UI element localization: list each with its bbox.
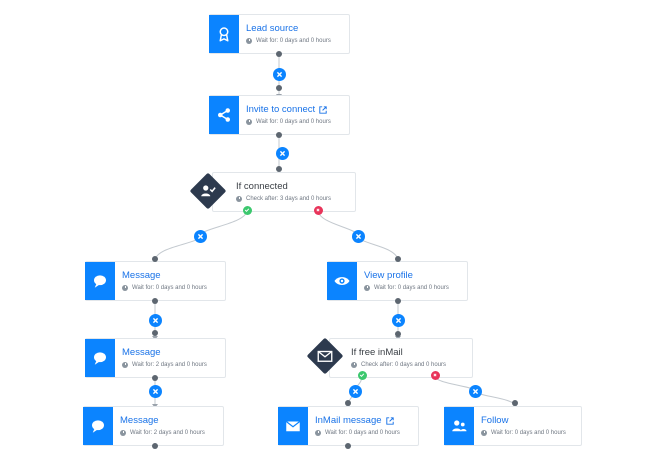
delete-connection-button[interactable] — [272, 67, 286, 81]
follow-users-icon — [444, 407, 474, 445]
node-wait: Wait for: 0 days and 0 hours — [491, 429, 566, 436]
node-title: View profile — [364, 270, 413, 282]
no-branch-badge — [313, 205, 323, 215]
clock-icon — [236, 195, 242, 202]
check-icon — [244, 208, 250, 213]
connector-dot[interactable] — [152, 298, 158, 304]
close-icon — [395, 317, 401, 323]
close-icon — [152, 388, 158, 394]
node-title: Message — [122, 270, 161, 282]
badge-icon — [209, 15, 239, 53]
clock-icon — [122, 284, 128, 291]
connector-dot[interactable] — [152, 256, 158, 262]
envelope-icon — [278, 407, 308, 445]
node-title: Lead source — [246, 23, 299, 35]
node-message-3[interactable]: Message Wait for: 2 days and 0 hours — [83, 406, 224, 446]
node-title: Invite to connect — [246, 104, 316, 116]
node-message-2[interactable]: Message Wait for: 2 days and 0 hours — [85, 338, 226, 378]
clock-icon — [315, 429, 321, 436]
connector-dot[interactable] — [345, 443, 351, 449]
node-check: Check after: 3 days and 0 hours — [246, 195, 332, 202]
delete-connection-button[interactable] — [391, 313, 405, 327]
delete-connection-button[interactable] — [468, 384, 482, 398]
close-icon — [472, 388, 478, 394]
node-wait: Wait for: 0 days and 0 hours — [256, 118, 331, 125]
node-inmail-message[interactable]: InMail message Wait for: 0 days and 0 ho… — [278, 406, 419, 446]
eye-icon — [327, 262, 357, 300]
chat-bubble-icon — [85, 339, 115, 377]
delete-connection-button[interactable] — [148, 384, 162, 398]
connector-dot[interactable] — [512, 400, 518, 406]
node-title: Message — [122, 347, 161, 359]
delete-connection-button[interactable] — [148, 313, 162, 327]
close-icon — [279, 150, 285, 156]
node-if-connected[interactable]: If connected Check after: 3 days and 0 h… — [212, 172, 356, 212]
connector-dot[interactable] — [276, 85, 282, 91]
no-branch-badge — [430, 370, 440, 380]
close-icon — [352, 388, 358, 394]
clock-icon — [122, 361, 128, 368]
connector-dot[interactable] — [395, 298, 401, 304]
external-link-icon[interactable] — [319, 106, 327, 114]
delete-connection-button[interactable] — [275, 146, 289, 160]
chat-bubble-icon — [85, 262, 115, 300]
node-follow[interactable]: Follow Wait for: 0 days and 0 hours — [444, 406, 582, 446]
connector-dot[interactable] — [345, 400, 351, 406]
connector-dot[interactable] — [152, 375, 158, 381]
node-lead-source[interactable]: Lead source Wait for: 0 days and 0 hours — [209, 14, 350, 54]
node-wait: Wait for: 2 days and 0 hours — [130, 429, 205, 436]
user-check-icon — [201, 185, 216, 197]
clock-icon — [364, 284, 370, 291]
node-title: Follow — [481, 415, 509, 427]
node-view-profile[interactable]: View profile Wait for: 0 days and 0 hour… — [327, 261, 468, 301]
node-invite-to-connect[interactable]: Invite to connect Wait for: 0 days and 0… — [209, 95, 350, 135]
connector-dot[interactable] — [276, 166, 282, 172]
clock-icon — [351, 361, 357, 368]
connector-dot[interactable] — [152, 330, 158, 336]
clock-icon — [246, 37, 252, 44]
share-icon — [209, 96, 239, 134]
clock-icon — [120, 429, 126, 436]
yes-branch-badge — [357, 370, 367, 380]
chat-bubble-icon — [83, 407, 113, 445]
node-title: If connected — [236, 181, 288, 193]
node-message-1[interactable]: Message Wait for: 0 days and 0 hours — [85, 261, 226, 301]
external-link-icon[interactable] — [385, 417, 394, 425]
connector-dot[interactable] — [276, 51, 282, 57]
close-icon — [197, 233, 203, 239]
close-icon — [433, 373, 437, 377]
node-title: Message — [120, 415, 159, 427]
node-check: Check after: 0 days and 0 hours — [361, 361, 447, 368]
connector-dot[interactable] — [395, 256, 401, 262]
node-wait: Wait for: 2 days and 0 hours — [132, 361, 207, 368]
node-title: If free inMail — [351, 347, 403, 359]
delete-connection-button[interactable] — [348, 384, 362, 398]
clock-icon — [246, 118, 252, 125]
clock-icon — [481, 429, 487, 436]
node-wait: Wait for: 0 days and 0 hours — [256, 37, 331, 44]
envelope-icon — [317, 350, 333, 362]
delete-connection-button[interactable] — [193, 229, 207, 243]
close-icon — [152, 317, 158, 323]
node-wait: Wait for: 0 days and 0 hours — [325, 429, 400, 436]
yes-branch-badge — [242, 205, 252, 215]
close-icon — [316, 208, 320, 212]
close-icon — [276, 71, 282, 77]
connector-dot[interactable] — [276, 132, 282, 138]
close-icon — [355, 233, 361, 239]
check-icon — [359, 373, 365, 378]
node-wait: Wait for: 0 days and 0 hours — [374, 284, 449, 291]
connector-dot[interactable] — [395, 331, 401, 337]
node-title: InMail message — [315, 415, 382, 427]
node-wait: Wait for: 0 days and 0 hours — [132, 284, 207, 291]
connector-dot[interactable] — [152, 443, 158, 449]
delete-connection-button[interactable] — [351, 229, 365, 243]
node-if-free-inmail[interactable]: If free inMail Check after: 0 days and 0… — [329, 338, 473, 378]
